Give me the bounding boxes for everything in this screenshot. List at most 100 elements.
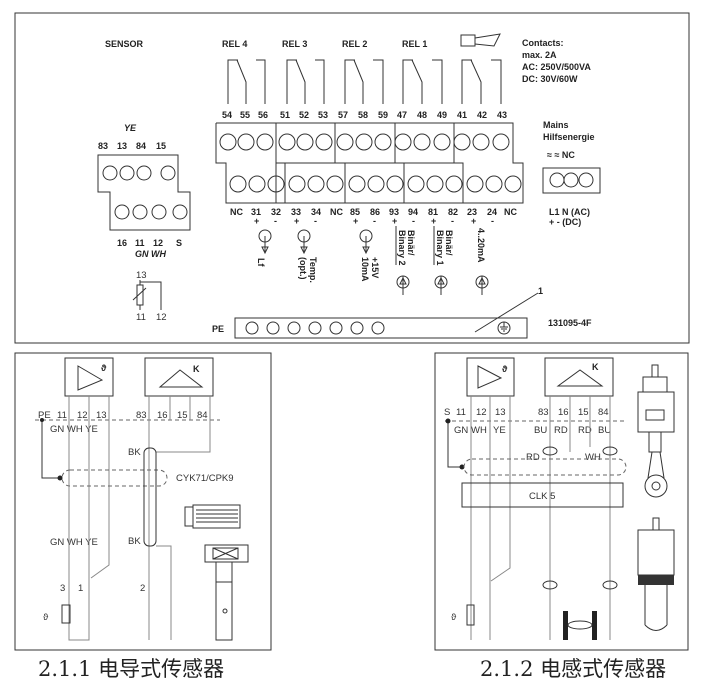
wires: CLK 5 ϑ <box>445 396 627 640</box>
terminal-nc: NC <box>504 207 517 217</box>
theta-symbol: ϑ <box>502 364 508 374</box>
signal-binary1: Binary 1 <box>435 230 445 266</box>
mains-ac: L1 N (AC) <box>549 207 590 217</box>
pin-1: 1 <box>78 583 83 594</box>
pe-terminal-screw <box>371 321 385 335</box>
signal-15v: +15V <box>370 257 380 278</box>
wire-wh: WH <box>471 425 487 436</box>
inductive-sensor-diagram: ϑ K S 11 12 13 83 16 15 84 GN WH YE BU R… <box>434 352 689 681</box>
terminal-screw <box>445 175 463 193</box>
pe-terminal-screw <box>308 321 322 335</box>
terminal-screw <box>433 133 451 151</box>
pin-3: 3 <box>60 583 65 594</box>
mains-dc: + - (DC) <box>549 217 581 227</box>
terminal-screw <box>466 175 484 193</box>
mains-symbols: ≈ ≈ NC <box>547 150 575 160</box>
conductivity-box <box>544 357 614 397</box>
terminal-screw <box>248 175 266 193</box>
terminal-screw <box>326 175 344 193</box>
terminal-15: 15 <box>177 410 188 421</box>
terminal-screw <box>288 175 306 193</box>
terminal-83: 83 <box>98 141 108 151</box>
terminal-screw <box>278 133 296 151</box>
terminal-screw <box>296 133 314 151</box>
terminal-screw <box>413 133 431 151</box>
polarity-marks: + - + - + - + - + - + - <box>254 216 494 226</box>
terminal-12: 12 <box>77 410 88 421</box>
terminal-12: 12 <box>153 238 163 248</box>
terminal-53: 53 <box>318 110 328 120</box>
amplifier-icon <box>477 365 503 389</box>
minus: - <box>314 216 317 226</box>
terminal-11: 11 <box>456 407 466 418</box>
minus: - <box>491 216 494 226</box>
terminal-screw <box>394 133 412 151</box>
terminal-13: 13 <box>96 410 107 421</box>
rtd-resistor-icon: 13 11 12 <box>132 270 167 323</box>
caption-inductive: 2.1.2 电感式传感器 <box>480 657 666 681</box>
signal-binary1-de: Binär/ <box>444 230 454 256</box>
relay-label-3: REL 3 <box>282 39 307 49</box>
terminal-57: 57 <box>338 110 348 120</box>
rtd-12: 12 <box>156 312 167 323</box>
relay-label-2: REL 2 <box>342 39 367 49</box>
conductive-sensor-image <box>184 504 249 641</box>
amplifier-icon <box>77 365 104 391</box>
sensor-terminal-block: YE 83 13 84 15 16 11 12 S GN WH <box>97 123 191 259</box>
plus: + <box>294 216 299 226</box>
kappa-symbol: K <box>193 364 200 374</box>
signal-lf: Lf <box>256 258 266 267</box>
terminal-nc: NC <box>330 207 343 217</box>
wire-colors: GN WH YE <box>50 537 98 548</box>
pe-terminal-screw <box>329 321 343 335</box>
clk5-module-box <box>461 482 624 508</box>
signal-10ma: 10mA <box>360 257 370 282</box>
signal-temp: Temp. <box>308 257 318 283</box>
terminal-16: 16 <box>558 407 569 418</box>
wire-label-wh: WH <box>585 452 601 463</box>
sensor-title: SENSOR <box>105 39 144 49</box>
terminal-screw <box>492 133 510 151</box>
terminal-16: 16 <box>117 238 127 248</box>
wire-bk: BK <box>128 536 141 547</box>
kappa-symbol: K <box>592 362 599 372</box>
relay-switch-symbols <box>227 59 502 104</box>
theta-symbol: ϑ <box>101 363 107 373</box>
sensor-colors-gn-wh: GN WH <box>135 249 166 259</box>
wires: ϑ <box>40 396 211 641</box>
pe-terminal-screw <box>245 321 259 335</box>
wire-gn: GN <box>454 425 468 436</box>
minus: - <box>412 216 415 226</box>
panel-frame <box>434 352 689 651</box>
terminal-84: 84 <box>136 141 146 151</box>
output-signal-symbols <box>258 226 489 295</box>
terminal-34: 34 <box>311 207 321 217</box>
terminal-31: 31 <box>251 207 261 217</box>
drawing-number: 131095-4F <box>548 318 592 328</box>
conductivity-icon <box>556 369 604 387</box>
terminal-81: 81 <box>428 207 438 217</box>
terminal-94: 94 <box>408 207 418 217</box>
terminal-screw <box>315 133 333 151</box>
contacts-dc: DC: 30V/60W <box>522 74 578 84</box>
terminal-screw <box>256 133 274 151</box>
terminal-13: 13 <box>495 407 506 418</box>
terminal-49: 49 <box>437 110 447 120</box>
terminal-screw <box>386 175 404 193</box>
main-terminal-block <box>215 122 524 204</box>
terminal-83: 83 <box>136 410 147 421</box>
terminal-screw <box>355 133 373 151</box>
bottom-terminal-numbers: NC 31 32 33 34 NC 85 86 93 94 81 82 23 2… <box>230 207 517 217</box>
wire-bu: BU <box>598 425 611 436</box>
wire-bk: BK <box>128 447 141 458</box>
terminal-screw <box>504 175 522 193</box>
callout-number: 1 <box>538 286 543 296</box>
callout-leader <box>474 292 539 333</box>
terminal-84: 84 <box>598 407 609 418</box>
mains-terminal: Mains Hilfsenergie ≈ ≈ NC L1 N (AC) + - … <box>542 120 601 227</box>
terminal-nc: NC <box>230 207 243 217</box>
wire-bu: BU <box>534 425 547 436</box>
ground-icon <box>497 321 511 335</box>
minus: - <box>274 216 277 226</box>
rtd-11: 11 <box>136 312 146 323</box>
